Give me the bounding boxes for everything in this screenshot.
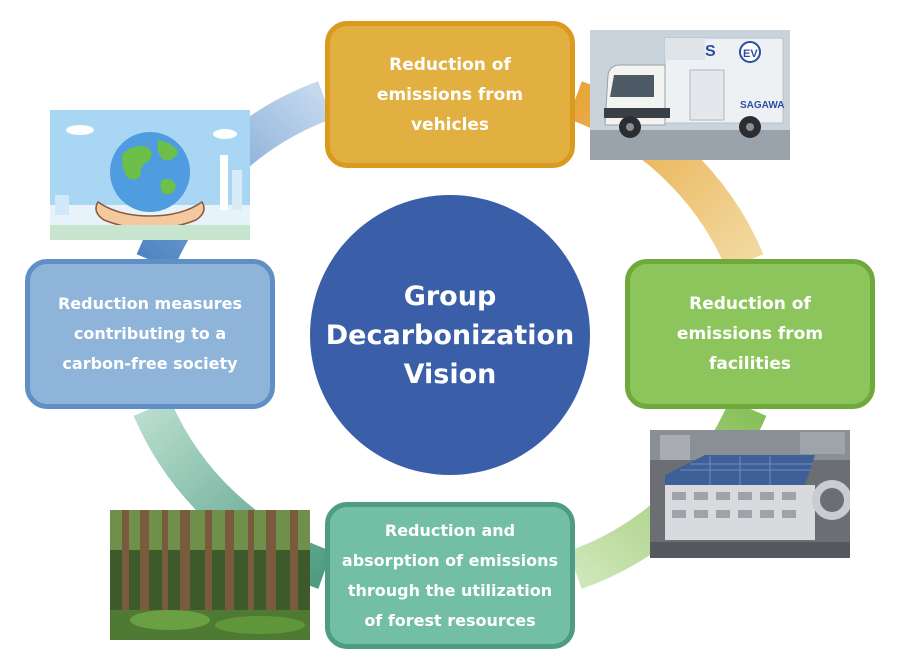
ev-truck-photo: S EV SAGAWA <box>590 30 790 160</box>
box-vehicle-label: Reduction of emissions from vehicles <box>376 54 524 135</box>
center-title: Group Decarbonization Vision <box>325 280 575 390</box>
truck-badge-s: S <box>705 43 716 60</box>
forest-photo <box>110 510 310 640</box>
truck-logo-text: SAGAWA <box>740 100 784 111</box>
box-forest-resources: Reduction and absorption of emissions th… <box>325 502 575 649</box>
box-facility-emissions: Reduction of emissions from facilities <box>625 259 875 409</box>
box-carbon-free-society: Reduction measures contributing to a car… <box>25 259 275 409</box>
box-facility-label: Reduction of emissions from facilities <box>676 294 824 374</box>
box-society-label: Reduction measures contributing to a car… <box>57 294 243 373</box>
box-vehicle-emissions: Reduction of emissions from vehicles <box>325 21 575 168</box>
truck-badge-ev: EV <box>743 48 758 60</box>
solar-facility-photo <box>650 430 850 558</box>
box-forest-label: Reduction and absorption of emissions th… <box>341 520 559 630</box>
center-vision-circle: Group Decarbonization Vision <box>310 195 590 475</box>
earth-hands-illustration <box>50 110 250 240</box>
